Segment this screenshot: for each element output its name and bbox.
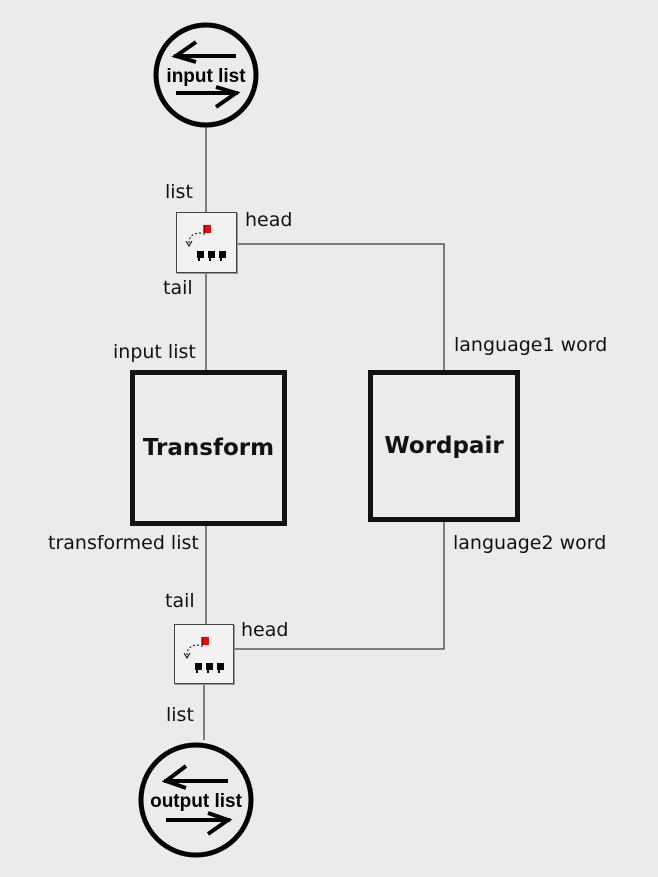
output-list-port-title: output list <box>150 791 242 812</box>
wordpair-block[interactable]: Wordpair <box>368 370 520 522</box>
exchange-arrows-icon <box>161 764 233 836</box>
top-node-tail-label: tail <box>163 277 193 299</box>
wordpair-block-title: Wordpair <box>384 433 504 459</box>
bottom-node-tail-label: tail <box>165 590 195 612</box>
wordpair-output-label: language2 word <box>453 532 607 554</box>
exchange-arrows-icon <box>171 40 241 109</box>
transform-input-label: input list <box>113 341 196 363</box>
transform-block[interactable]: Transform <box>130 370 287 526</box>
input-list-port-title: input list <box>166 66 246 87</box>
list-join-node[interactable] <box>174 624 234 684</box>
bottom-node-list-label: list <box>166 704 194 726</box>
input-list-port[interactable]: input list <box>153 22 259 128</box>
output-list-port[interactable]: output list <box>138 742 254 858</box>
wordpair-input-label: language1 word <box>454 334 608 356</box>
top-node-list-label: list <box>165 181 193 203</box>
list-join-icon <box>183 637 224 673</box>
transform-output-label: transformed list <box>48 532 199 554</box>
transform-block-title: Transform <box>142 435 275 461</box>
edge-wordpair-to-head <box>233 520 445 650</box>
edge-head-to-wordpair <box>236 243 445 372</box>
list-split-icon <box>185 225 226 261</box>
top-node-head-label: head <box>245 209 293 231</box>
bottom-node-head-label: head <box>241 619 289 641</box>
list-split-node[interactable] <box>176 212 237 273</box>
